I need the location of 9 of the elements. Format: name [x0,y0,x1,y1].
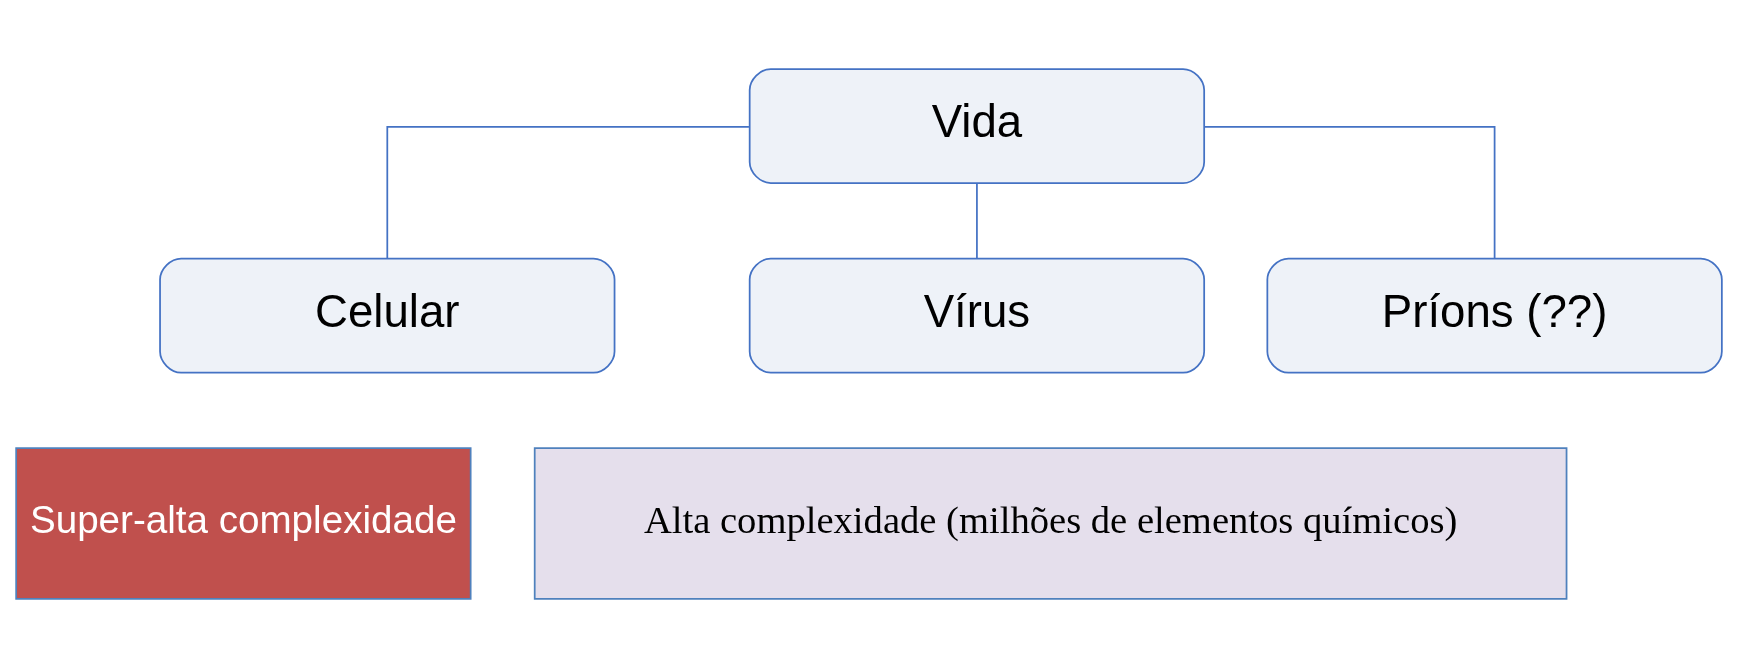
node-box: Vírus [748,257,1206,373]
connector [976,182,978,259]
node-box: Alta complexidade (milhões de elementos químicos) [533,446,1568,600]
connector [1203,125,1496,259]
node-box: Super-alta complexidade [15,446,472,600]
node-box: Príons (??) [1266,257,1723,373]
node-box: Vida [748,67,1206,184]
node-box: Celular [159,257,616,373]
connector [386,125,750,259]
